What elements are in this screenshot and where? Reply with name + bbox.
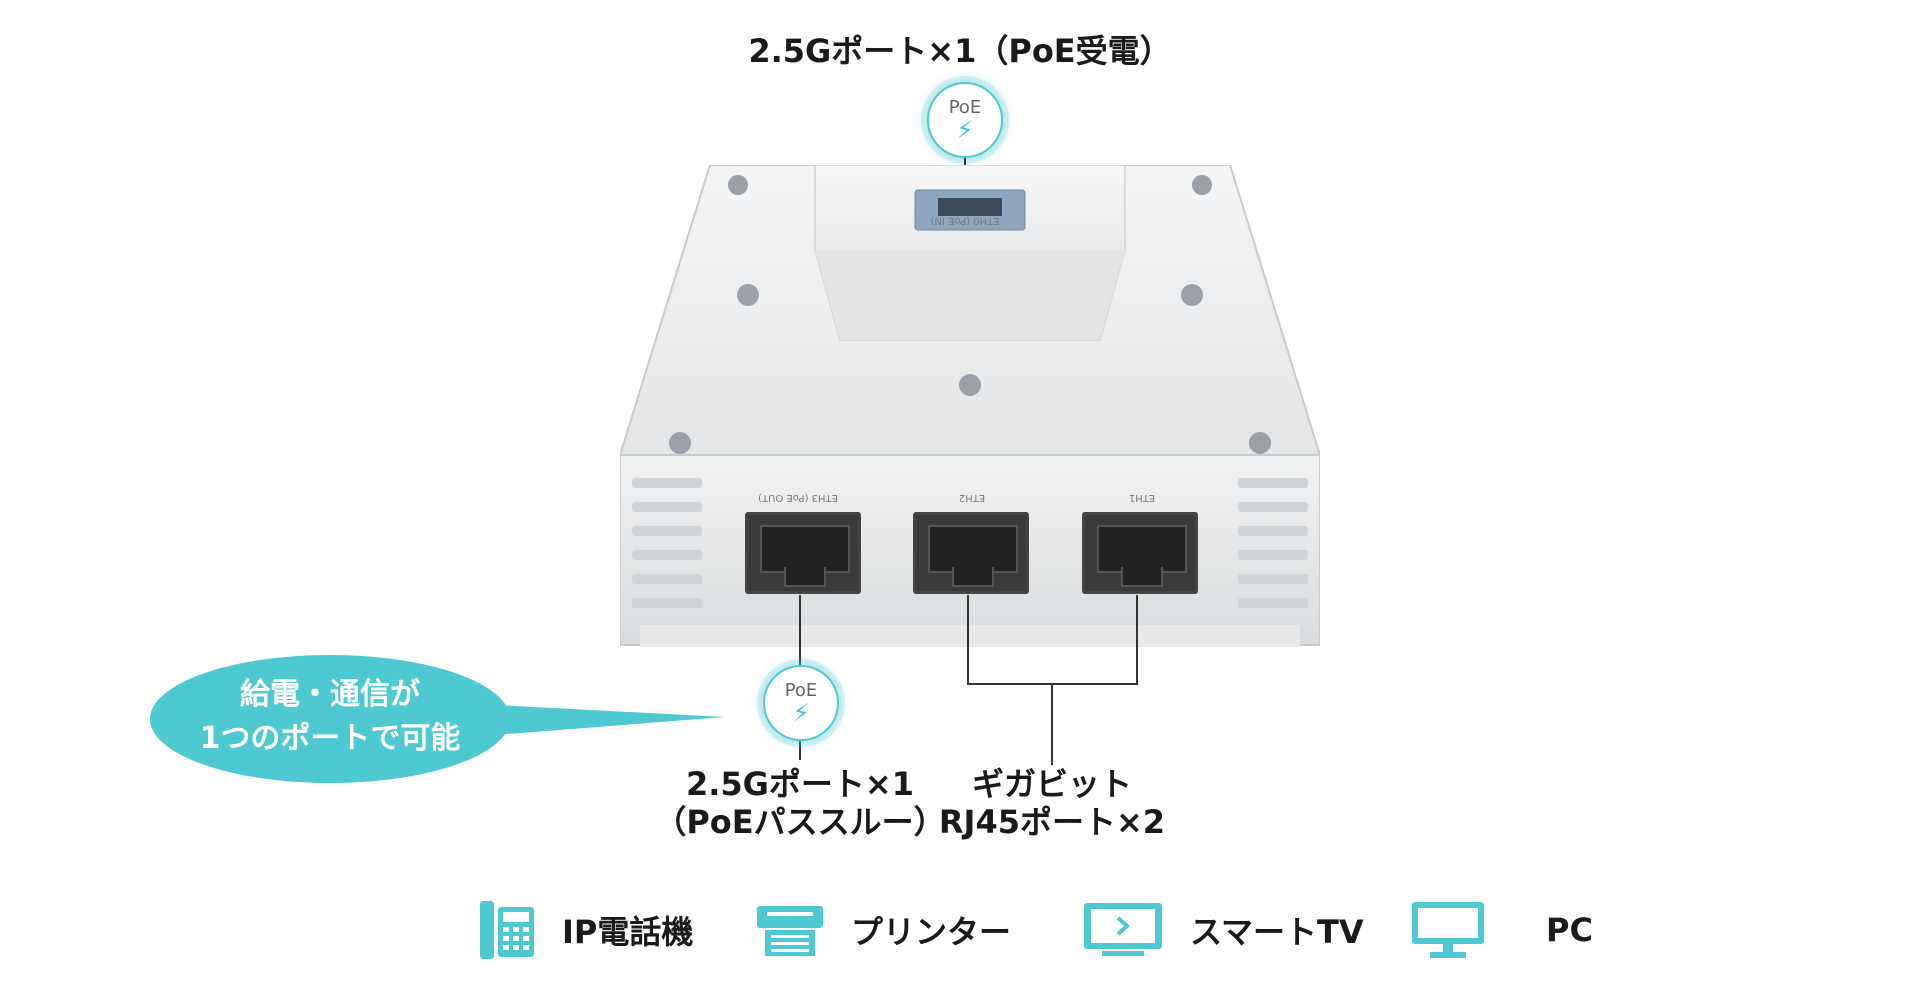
eth3-connector-line-lower	[799, 740, 801, 760]
poe-out-badge: PoE ⚡	[763, 665, 839, 741]
port-label-eth2: ETH2	[958, 492, 986, 503]
bracket-stem	[1051, 683, 1053, 765]
vent-slot	[632, 574, 702, 584]
vent-slot	[632, 550, 702, 560]
eth2-connector-line	[967, 595, 969, 685]
poe-passthrough-caption-line-1: 2.5Gポート×1	[685, 765, 915, 803]
port-label-eth1: ETH1	[1128, 492, 1156, 503]
top-port-label: ETH0 (PoE IN)	[930, 215, 1000, 226]
lightning-bolt-icon: ⚡	[956, 116, 974, 144]
vent-slot	[1238, 478, 1308, 488]
legend-label-ip-phone: IP電話機	[562, 913, 694, 951]
vent-slot	[632, 478, 702, 488]
vent-slot	[1238, 502, 1308, 512]
legend-label-printer: プリンター	[851, 913, 1012, 951]
top-port-caption: 2.5Gポート×1（PoE受電）	[748, 32, 1172, 70]
legend-label-smart-tv: スマートTV	[1190, 913, 1364, 951]
legend-pc: PC	[1410, 895, 1593, 965]
vent-slot	[1238, 598, 1308, 608]
vent-slot	[1238, 574, 1308, 584]
vent-slot	[632, 598, 702, 608]
poe-in-badge: PoE ⚡	[927, 82, 1003, 158]
lightning-bolt-icon: ⚡	[792, 699, 810, 727]
bubble-tail	[495, 705, 725, 735]
poe-passthrough-caption: 2.5Gポート×1 （PoEパススルー）	[620, 765, 980, 841]
legend-printer: プリンター	[755, 895, 1011, 965]
ip-phone-icon	[480, 901, 534, 959]
bubble-line-2: 1つのポートで可能	[199, 721, 461, 756]
vent-slot	[632, 526, 702, 536]
eth3-connector-line	[799, 595, 801, 665]
rj45-port-eth2[interactable]	[913, 512, 1029, 594]
vent-slot	[632, 502, 702, 512]
legend-smart-tv: スマートTV	[1082, 895, 1364, 965]
rj45-port-eth1[interactable]	[1082, 512, 1198, 594]
printer-icon	[757, 906, 823, 956]
poe-passthrough-caption-line-2: （PoEパススルー）	[654, 803, 946, 841]
legend-label-pc: PC	[1546, 911, 1593, 949]
pc-monitor-icon	[1412, 902, 1484, 958]
vent-slot	[1238, 550, 1308, 560]
poe-badge-text: PoE	[784, 680, 818, 701]
gigabit-ports-caption: ギガビット RJ45ポート×2	[912, 765, 1192, 841]
feature-callout-bubble: 給電・通信が 1つのポートで可能	[150, 655, 510, 783]
smart-tv-icon	[1084, 903, 1162, 956]
eth1-connector-line	[1136, 595, 1138, 685]
port-label-eth3: ETH3 (PoE OUT)	[758, 492, 838, 503]
poe-badge-text: PoE	[948, 97, 982, 118]
bubble-line-1: 給電・通信が	[240, 677, 420, 712]
rj45-port-eth3[interactable]	[745, 512, 861, 594]
gigabit-ports-caption-line-2: RJ45ポート×2	[938, 803, 1166, 841]
legend-ip-phone: IP電話機	[478, 895, 693, 965]
gigabit-ports-caption-line-1: ギガビット	[971, 765, 1132, 803]
vent-slot	[1238, 526, 1308, 536]
